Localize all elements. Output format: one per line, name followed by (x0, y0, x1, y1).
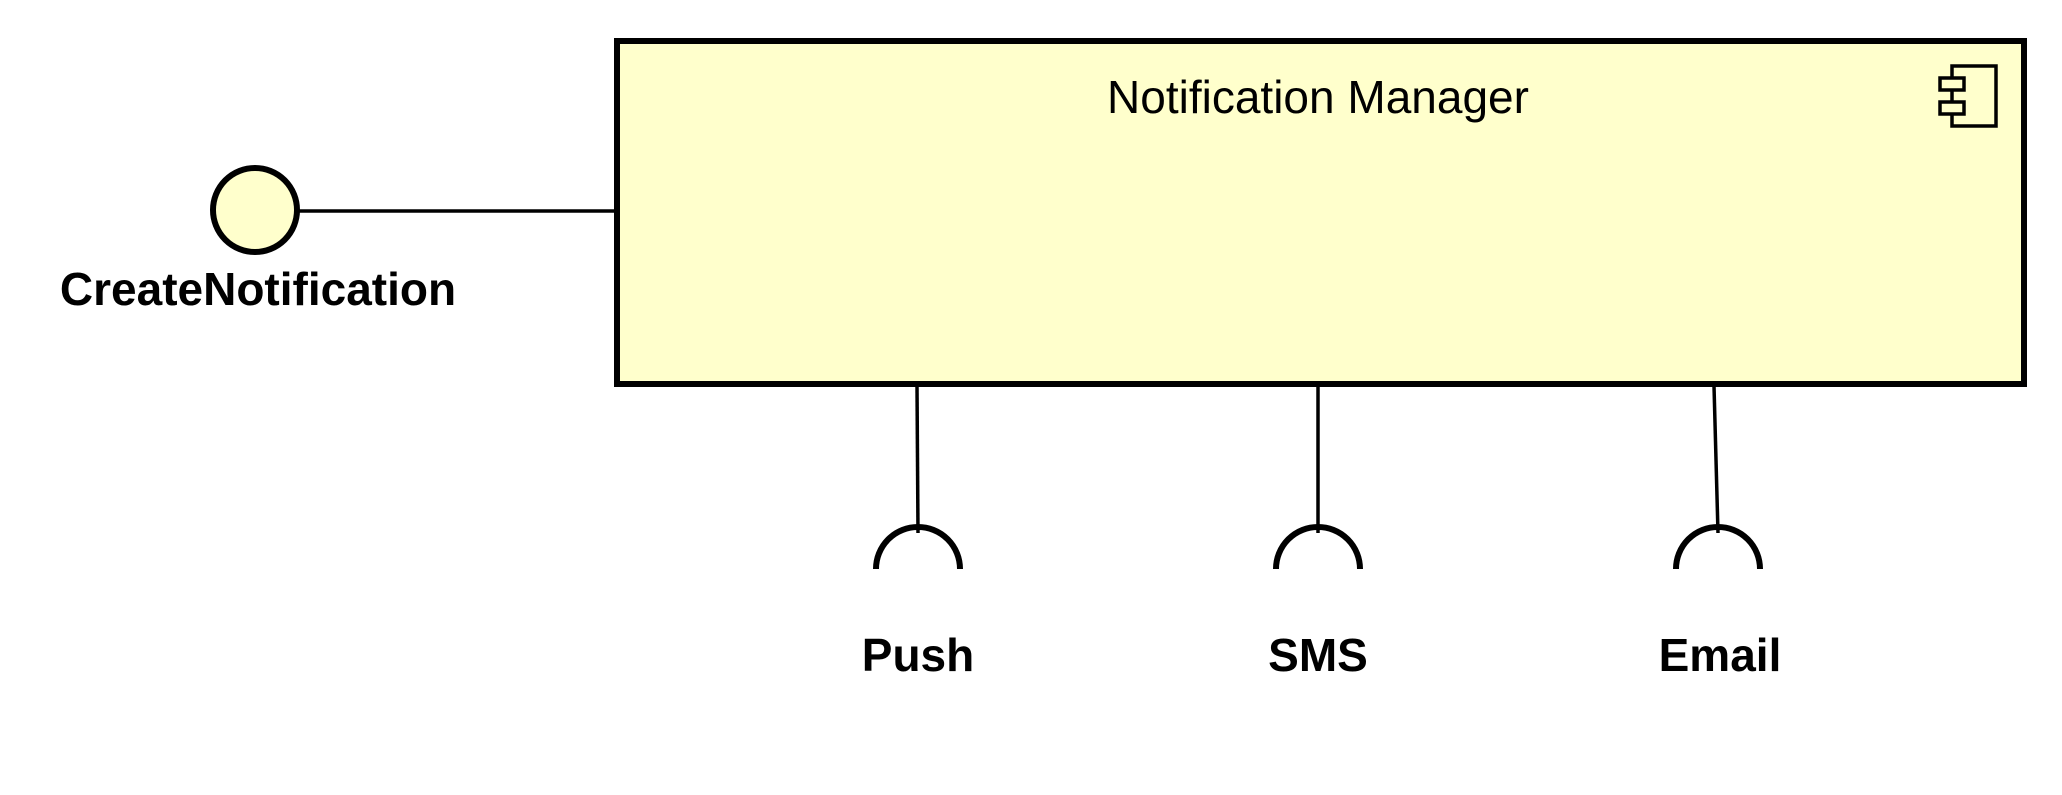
required-interface-label: Email (1659, 629, 1782, 681)
lollipop-circle-icon (210, 165, 300, 255)
required-interface-sms[interactable]: SMS (1268, 386, 1368, 681)
component-title: Notification Manager (1107, 71, 1529, 123)
required-interface-email[interactable]: Email (1659, 385, 1782, 681)
provided-interface-create-notification[interactable]: CreateNotification (60, 165, 615, 315)
notification-manager-component[interactable]: Notification Manager (614, 38, 2027, 387)
provided-interface-label: CreateNotification (60, 263, 456, 315)
required-interface-label: SMS (1268, 629, 1368, 681)
socket-arc-icon (873, 524, 963, 570)
component-body (614, 38, 2027, 387)
socket-arc-icon (1673, 524, 1763, 570)
required-interface-connector (1712, 385, 1720, 534)
socket-arc-icon (1273, 524, 1363, 570)
required-interface-label: Push (862, 629, 974, 681)
required-interface-push[interactable]: Push (862, 385, 974, 681)
required-interface-connector (915, 385, 920, 534)
component-icon (1938, 64, 1998, 128)
